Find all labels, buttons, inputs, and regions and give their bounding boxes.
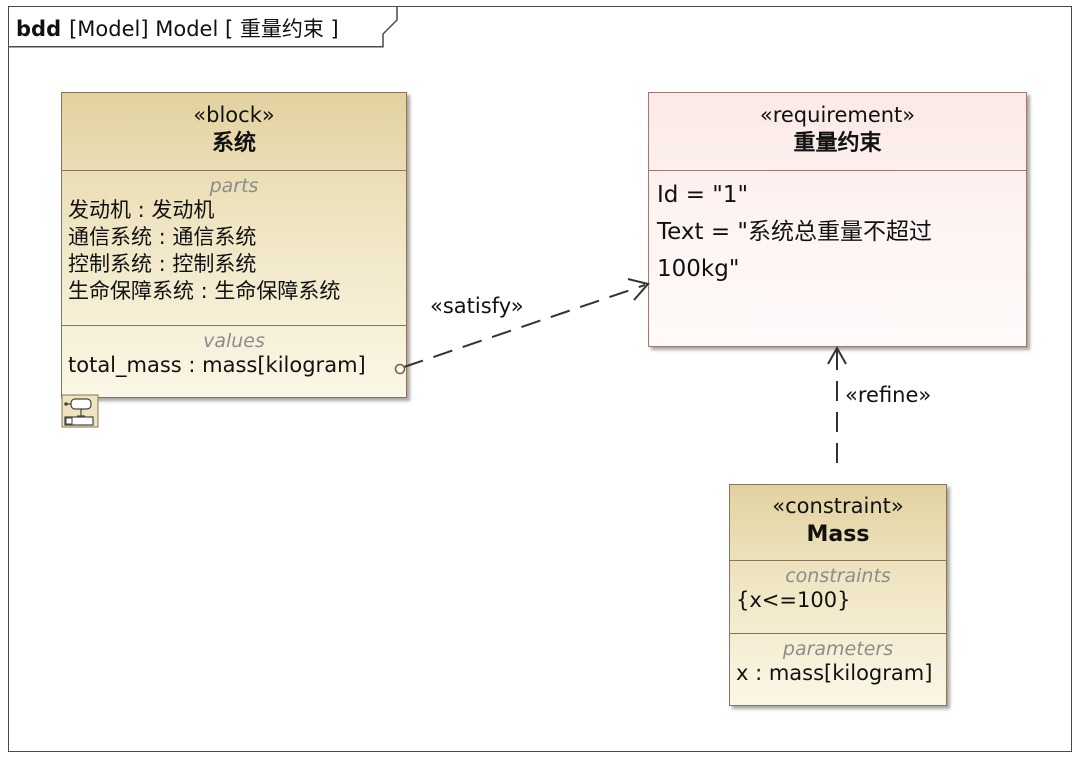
part-item[interactable]: 通信系统 : 通信系统 — [68, 225, 257, 249]
frame-tab — [8, 6, 398, 48]
parts-title: parts — [209, 175, 259, 197]
constraints-compartment: constraints {x<=100} — [730, 561, 946, 634]
requirement-header: «requirement» 重量约束 — [649, 93, 1026, 171]
frame-label: bdd [Model] Model [ 重量约束 ] — [16, 13, 339, 43]
requirement-properties: Id = "1" Text = "系统总重量不超过 100kg" — [649, 171, 1026, 294]
refine-label: «refine» — [845, 383, 932, 407]
requirement-stereotype: «requirement» — [759, 103, 916, 127]
constraint-block-mass[interactable]: «constraint» Mass constraints {x<=100} p… — [729, 484, 947, 706]
parameter-item[interactable]: x : mass[kilogram] — [736, 661, 933, 685]
requirement-text-cont: 100kg" — [657, 256, 740, 282]
block-stereotype: «block» — [193, 103, 275, 127]
requirement-name: 重量约束 — [793, 131, 882, 156]
value-item[interactable]: total_mass : mass[kilogram] — [68, 353, 366, 377]
constraint-header: «constraint» Mass — [730, 485, 946, 561]
part-item[interactable]: 发动机 : 发动机 — [68, 198, 215, 222]
constraint-name: Mass — [806, 522, 870, 547]
satisfy-label: «satisfy» — [430, 294, 524, 318]
block-name: 系统 — [211, 131, 256, 156]
block-header: «block» 系统 — [62, 93, 406, 171]
parameters-title: parameters — [782, 638, 894, 660]
values-title: values — [203, 330, 265, 352]
port-circle-icon — [394, 363, 406, 375]
constraint-stereotype: «constraint» — [772, 494, 904, 518]
refine-connector[interactable] — [827, 345, 847, 465]
parameters-compartment: parameters x : mass[kilogram] — [730, 634, 946, 691]
requirement-box[interactable]: «requirement» 重量约束 Id = "1" Text = "系统总重… — [648, 92, 1027, 347]
requirement-id: Id = "1" — [657, 182, 749, 208]
diagram-frame — [8, 6, 1072, 752]
satisfy-connector[interactable] — [394, 278, 650, 375]
block-system[interactable]: «block» 系统 parts 发动机 : 发动机 通信系统 : 通信系统 控… — [61, 92, 407, 398]
frame-title: [Model] Model [ 重量约束 ] — [69, 17, 339, 41]
requirement-text: Text = "系统总重量不超过 — [657, 219, 932, 245]
constraint-expression[interactable]: {x<=100} — [736, 588, 851, 612]
part-item[interactable]: 生命保障系统 : 生命保障系统 — [68, 279, 341, 303]
part-item[interactable]: 控制系统 : 控制系统 — [68, 252, 257, 276]
parts-compartment: parts 发动机 : 发动机 通信系统 : 通信系统 控制系统 : 控制系统 … — [62, 171, 406, 326]
values-compartment: values total_mass : mass[kilogram] — [62, 326, 406, 383]
internal-structure-icon — [61, 394, 99, 428]
constraints-title: constraints — [785, 565, 891, 587]
frame-keyword: bdd — [16, 17, 62, 41]
